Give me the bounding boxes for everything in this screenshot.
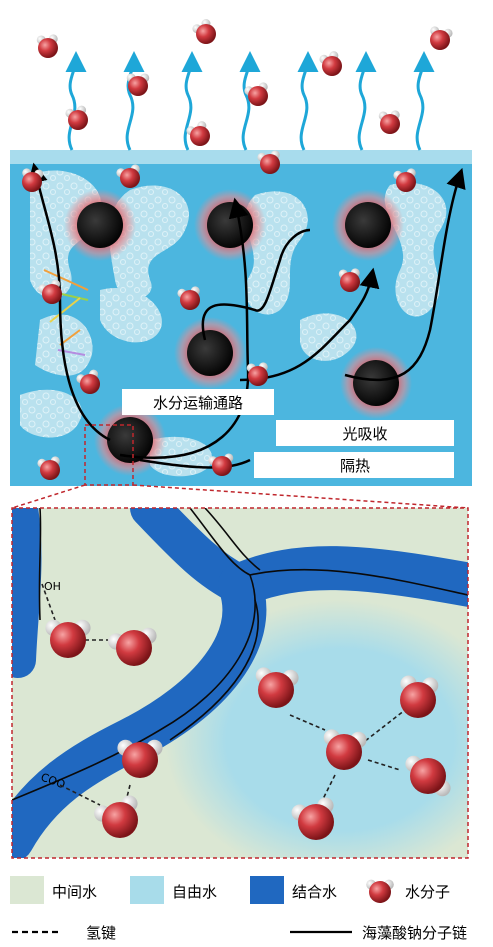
water-molecule: [65, 105, 88, 130]
oxygen-atom: [410, 758, 446, 794]
hydrogel-top-surface: [10, 150, 472, 164]
oxygen-atom: [258, 672, 294, 708]
water-molecule: [291, 797, 334, 840]
oxygen-atom: [396, 172, 416, 192]
water-molecule: [257, 150, 280, 174]
legend: 中间水 自由水 结合水 水分子 氢键 海藻酸钠分子链: [10, 876, 467, 942]
legend-label-hydrogen-bond: 氢键: [86, 924, 116, 942]
oxygen-atom: [326, 734, 362, 770]
vapor-arrows: [65, 51, 435, 151]
black-particle: [353, 360, 399, 406]
oxygen-atom: [80, 374, 100, 394]
water-molecule: [430, 26, 453, 50]
legend-swatch-free-water: [130, 876, 164, 904]
water-molecule: [37, 456, 60, 480]
water-molecule: [405, 755, 451, 797]
oxygen-atom: [40, 460, 60, 480]
water-molecule: [319, 51, 342, 76]
alginate-chains: [12, 508, 468, 801]
legend-label-water-molecule: 水分子: [405, 883, 450, 901]
oxygen-atom: [50, 622, 86, 658]
oxygen-atom: [128, 76, 148, 96]
oxygen-atom: [68, 110, 88, 130]
oxygen-atom: [102, 802, 138, 838]
water-molecules-small: [22, 19, 453, 480]
water-molecule: [323, 729, 367, 770]
water-molecule: [126, 73, 150, 96]
zoom-panel: OH COO: [11, 507, 469, 859]
oxygen-atom: [38, 38, 58, 58]
oxygen-atom: [120, 168, 140, 188]
water-molecule: [108, 627, 157, 666]
light-absorption-label-text: 光吸收: [342, 425, 387, 443]
legend-label-free-water: 自由水: [172, 883, 217, 901]
water-molecule: [76, 369, 100, 394]
oxygen-atom: [322, 56, 342, 76]
water-molecule: [186, 121, 210, 146]
water-molecules-large: [45, 619, 451, 840]
legend-swatch-bound-water: [250, 876, 284, 904]
water-transport-label: 水分运输通路: [122, 389, 274, 415]
light-absorption-label: 光吸收: [276, 420, 454, 446]
water-molecule: [400, 675, 439, 718]
black-particle: [107, 417, 153, 463]
legend-swatch-intermediate-water: [10, 876, 44, 904]
water-molecule: [338, 268, 360, 292]
black-particle: [207, 202, 253, 248]
water-molecule: [366, 879, 394, 903]
bound-water-region: [12, 508, 468, 858]
legend-label-intermediate-water: 中间水: [52, 883, 97, 901]
oxygen-atom: [260, 154, 280, 174]
water-molecule: [378, 110, 400, 134]
black-particle: [77, 202, 123, 248]
oh-group-label: OH: [44, 580, 61, 593]
oxygen-atom: [248, 86, 268, 106]
legend-water-molecule-icon: [366, 879, 394, 903]
oxygen-atom: [248, 366, 268, 386]
water-molecule: [36, 34, 58, 58]
zoom-connector-lines: [11, 484, 469, 509]
oxygen-atom: [380, 114, 400, 134]
water-molecule: [208, 453, 234, 476]
oxygen-atom: [116, 630, 152, 666]
black-particle: [187, 330, 233, 376]
water-molecule: [22, 168, 44, 192]
black-particle: [345, 202, 391, 248]
oxygen-atom: [212, 456, 232, 476]
oxygen-atom: [340, 272, 360, 292]
water-molecule: [244, 82, 268, 106]
heat-insulation-label-text: 隔热: [340, 457, 370, 475]
oxygen-atom: [369, 881, 391, 903]
water-transport-label-text: 水分运输通路: [153, 394, 243, 412]
water-molecule: [255, 667, 299, 708]
oxygen-atom: [190, 126, 210, 146]
oxygen-atom: [430, 30, 450, 50]
oxygen-atom: [196, 24, 216, 44]
water-molecule: [38, 279, 62, 304]
oxygen-atom: [22, 172, 42, 192]
photothermal-particles: [64, 189, 412, 476]
oxygen-atom: [400, 682, 436, 718]
water-molecule: [117, 739, 163, 778]
zoom-panel-border: [11, 507, 469, 859]
water-molecule: [246, 362, 268, 386]
water-molecule: [94, 795, 138, 838]
water-molecule: [177, 286, 200, 310]
water-molecule: [393, 168, 416, 192]
heat-insulation-label: 隔热: [254, 452, 454, 478]
legend-label-bound-water: 结合水: [292, 883, 337, 901]
evaporator-panel: 水分运输通路 光吸收 隔热: [10, 150, 472, 486]
water-molecule: [192, 19, 216, 44]
water-molecule: [45, 619, 91, 658]
oxygen-atom: [298, 804, 334, 840]
oxygen-atom: [180, 290, 200, 310]
oxygen-atom: [122, 742, 158, 778]
oxygen-atom: [42, 284, 62, 304]
water-molecule: [116, 164, 140, 188]
zoom-region-marker: [84, 424, 134, 486]
legend-label-alginate-chain: 海藻酸钠分子链: [362, 924, 467, 942]
